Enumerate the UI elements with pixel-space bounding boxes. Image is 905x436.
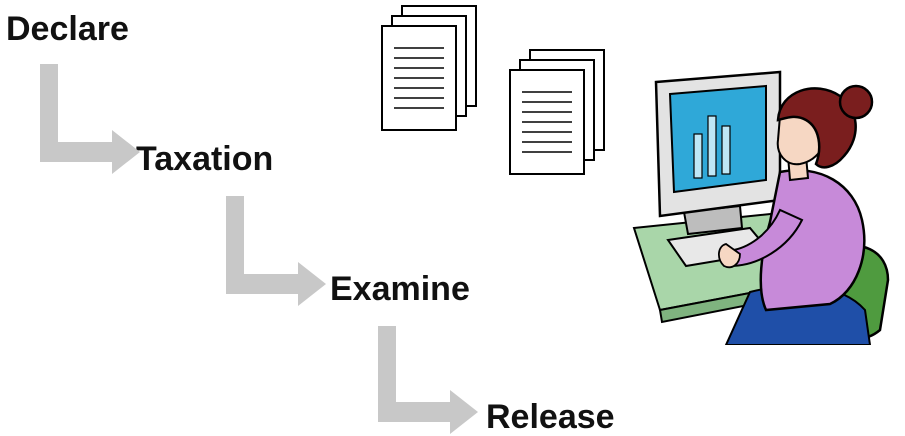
- step-release: Release: [486, 398, 615, 436]
- document-stack-icon: [381, 5, 477, 131]
- step-taxation: Taxation: [136, 140, 274, 178]
- document-stack-2-icon: [509, 49, 605, 175]
- woman-at-computer-icon: [632, 70, 890, 345]
- step-declare: Declare: [6, 10, 129, 48]
- step-examine: Examine: [330, 270, 470, 308]
- bent-arrow-2-icon: [226, 196, 326, 306]
- bent-arrow-3-icon: [378, 326, 478, 434]
- bent-arrow-1-icon: [40, 64, 140, 174]
